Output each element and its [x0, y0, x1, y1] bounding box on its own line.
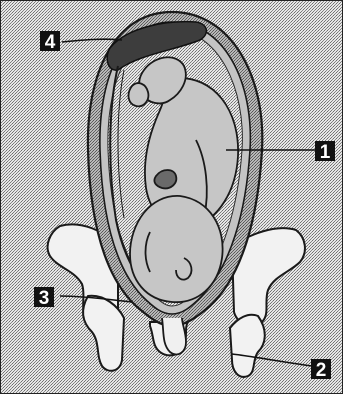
- badge-4: 4: [40, 31, 60, 53]
- fetal-head: [130, 196, 223, 302]
- badge-4-text: 4: [45, 32, 56, 53]
- badge-1-text: 1: [320, 142, 331, 163]
- fetal-foot: [129, 83, 149, 106]
- badge-3: 3: [34, 287, 54, 309]
- badge-1: 1: [315, 141, 335, 163]
- badge-3-text: 3: [39, 288, 50, 309]
- badge-2-text: 2: [316, 360, 327, 381]
- badge-2: 2: [311, 359, 331, 381]
